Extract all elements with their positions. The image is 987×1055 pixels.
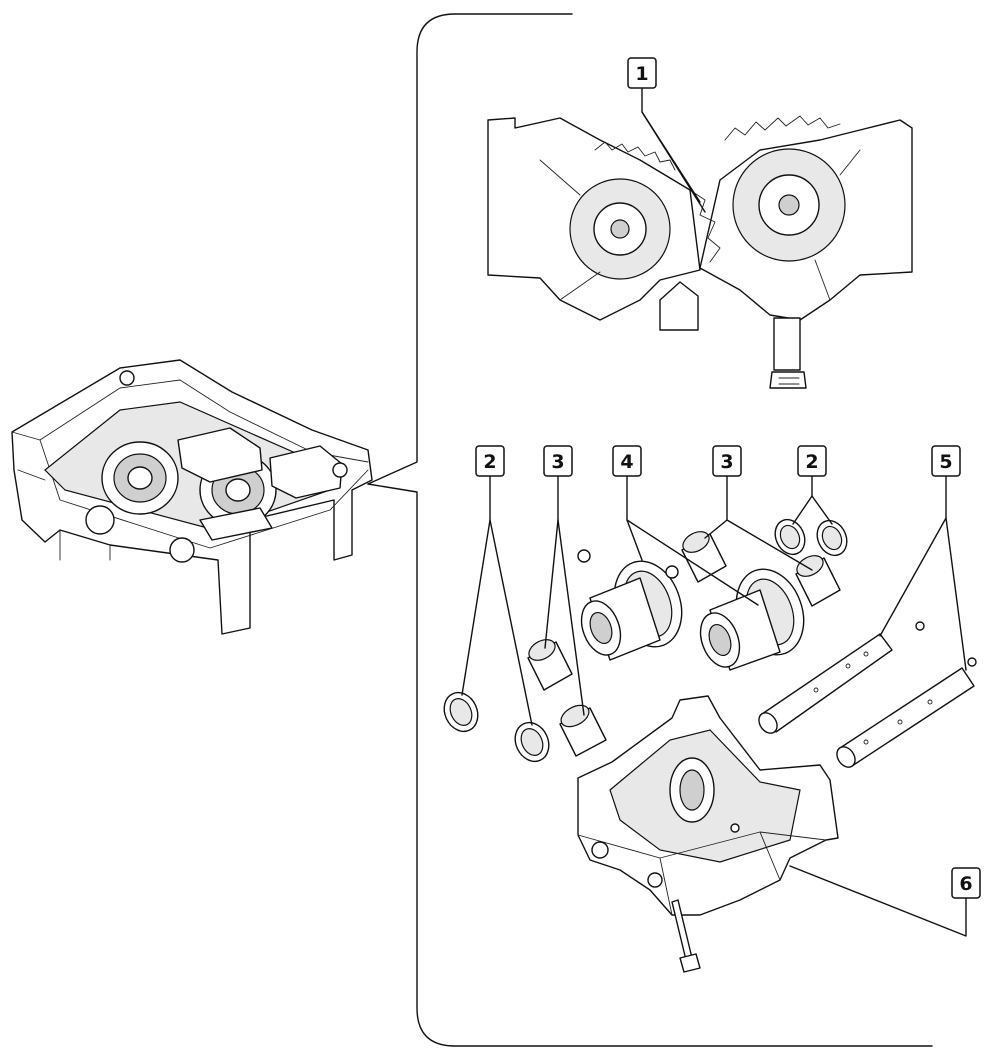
callout-2-right: 2 — [797, 445, 827, 477]
callout-2-left: 2 — [475, 445, 505, 477]
seal-ring-left-a — [443, 691, 479, 733]
balancer-housing — [577, 695, 839, 916]
balance-shaft-right — [699, 568, 805, 671]
detail-bracket — [367, 13, 933, 1047]
balance-shaft-left — [577, 549, 683, 661]
leader-lines — [461, 87, 967, 937]
housing-bolt — [671, 899, 701, 973]
svg-text:2: 2 — [483, 451, 496, 473]
gear-mesh-detail — [487, 115, 913, 389]
svg-text:4: 4 — [620, 451, 633, 473]
seal-ring-right-b — [816, 519, 848, 557]
pin-shaft-upper — [758, 621, 925, 734]
callout-6: 6 — [951, 867, 981, 899]
bushing-right-a — [681, 531, 727, 583]
callout-5: 5 — [931, 445, 961, 477]
seal-ring-right-a — [774, 518, 806, 556]
callout-3-left: 3 — [543, 445, 573, 477]
svg-text:2: 2 — [805, 451, 818, 473]
svg-text:3: 3 — [720, 451, 733, 473]
bushing-left-b — [559, 704, 607, 757]
pin-shaft-lower — [836, 657, 977, 768]
assembled-balancer-unit — [11, 359, 373, 635]
svg-text:5: 5 — [939, 451, 952, 473]
bushing-left-a — [527, 639, 573, 691]
svg-text:3: 3 — [551, 451, 564, 473]
callout-3-right: 3 — [712, 445, 742, 477]
callout-4: 4 — [612, 445, 642, 477]
seal-ring-left-b — [514, 721, 550, 763]
bushing-right-b — [795, 555, 841, 607]
svg-text:1: 1 — [635, 63, 648, 85]
svg-text:6: 6 — [959, 873, 972, 895]
callout-1: 1 — [627, 57, 657, 89]
